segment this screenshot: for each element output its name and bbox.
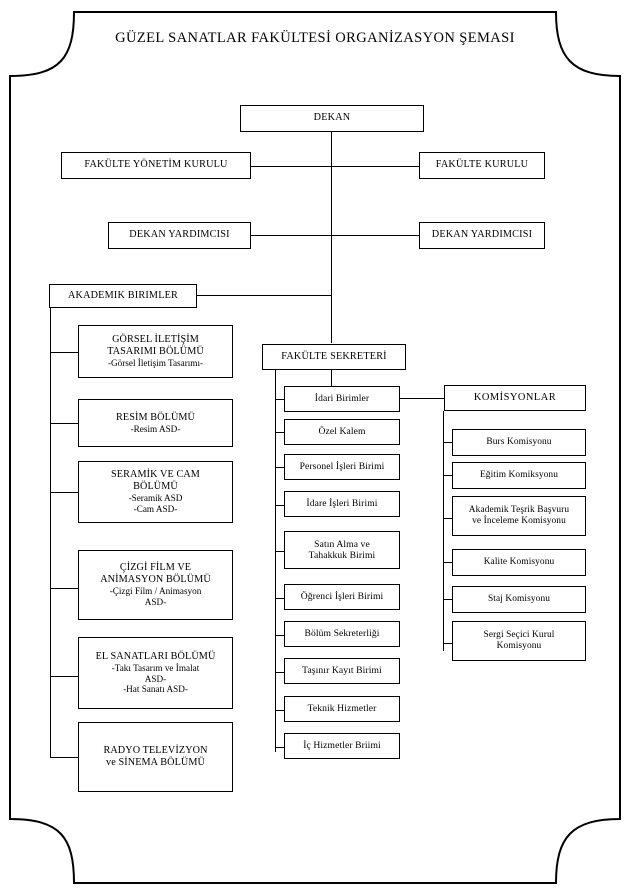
admin-unit-label: İdare İşleri Birimi	[306, 498, 378, 510]
department-sub: ASD-	[144, 597, 167, 608]
node-admin-unit[interactable]: İdare İşleri Birimi	[284, 491, 400, 517]
node-admin-unit[interactable]: İç Hizmetler Briimi	[284, 733, 400, 759]
connector-dekan-spine	[331, 131, 332, 343]
connector-department-stub	[50, 676, 78, 677]
node-admin-unit[interactable]: Satın Alma ve Tahakkuk Birimi	[284, 531, 400, 569]
node-dekan-yardimcisi-left-label: DEKAN YARDIMCISI	[129, 229, 230, 241]
commission-label: Burs Komisyonu	[486, 436, 552, 447]
department-line: SERAMİK VE CAM	[111, 469, 200, 481]
node-akademik-birimler[interactable]: AKADEMIK BIRIMLER	[49, 284, 197, 308]
department-sub: -Cam ASD-	[133, 504, 178, 515]
node-komisyonlar-label: KOMİSYONLAR	[473, 391, 557, 403]
node-department[interactable]: GÖRSEL İLETİŞİM TASARIMI BÖLÜMÜ -Görsel …	[78, 325, 233, 378]
department-sub: -Seramik ASD	[128, 493, 183, 504]
node-dekan-yardimcisi-right-label: DEKAN YARDIMCISI	[431, 229, 533, 241]
node-fakulte-kurulu[interactable]: FAKÜLTE KURULU	[419, 152, 545, 179]
department-sub: -Çizgi Film / Animasyon	[109, 586, 202, 597]
department-line: ANİMASYON BÖLÜMÜ	[100, 574, 211, 586]
admin-unit-label: Taşınır Kayıt Birimi	[302, 665, 382, 677]
node-department[interactable]: ÇİZGİ FİLM VE ANİMASYON BÖLÜMÜ -Çizgi Fi…	[78, 550, 233, 620]
commission-label: Eğitim Komiksyonu	[479, 469, 558, 480]
connector-admin-spine	[275, 370, 276, 752]
node-admin-unit[interactable]: Bölüm Sekreterliği	[284, 621, 400, 647]
connector-komisyonlar-spine	[443, 411, 444, 651]
connector-departments-spine	[50, 305, 51, 757]
department-line: GÖRSEL İLETİŞİM	[112, 334, 199, 346]
node-commission[interactable]: Burs Komisyonu	[452, 429, 586, 456]
admin-unit-label: Özel Kalem	[318, 426, 366, 438]
node-commission[interactable]: Staj Komisyonu	[452, 586, 586, 613]
admin-unit-label: Satın Alma ve	[314, 538, 370, 550]
node-commission[interactable]: Kalite Komisyonu	[452, 549, 586, 576]
node-dekan-label: DEKAN	[313, 112, 351, 124]
node-fakulte-sekreteri-label: FAKÜLTE SEKRETERİ	[281, 350, 387, 362]
commission-label: Staj Komisyonu	[487, 593, 551, 604]
node-fakulte-yonetim-kurulu[interactable]: FAKÜLTE YÖNETİM KURULU	[61, 152, 251, 179]
department-sub: -Resim ASD-	[130, 423, 181, 434]
department-line: ÇİZGİ FİLM VE	[119, 562, 192, 574]
node-komisyonlar[interactable]: KOMİSYONLAR	[444, 385, 586, 411]
node-admin-unit[interactable]: Teknik Hizmetler	[284, 696, 400, 722]
commission-label: Kalite Komisyonu	[483, 556, 555, 567]
admin-unit-label: Öğrenci İşleri Birimi	[300, 591, 384, 603]
department-line: BÖLÜMÜ	[133, 481, 178, 493]
connector-idari-komisyonlar	[400, 398, 445, 399]
node-idari-birimler-label: İdari Birimler	[314, 393, 370, 405]
node-fakulte-yonetim-kurulu-label: FAKÜLTE YÖNETİM KURULU	[84, 159, 228, 171]
department-sub: -Hat Sanatı ASD-	[123, 684, 188, 695]
connector-department-stub	[50, 492, 78, 493]
admin-unit-label: Personel İşleri Birimi	[299, 461, 385, 473]
commission-label: Akademik Teşrik Başvuru	[468, 504, 570, 515]
admin-unit-label: Bölüm Sekreterliği	[304, 628, 380, 640]
department-line: TASARIMI BÖLÜMÜ	[107, 346, 204, 358]
node-department[interactable]: SERAMİK VE CAM BÖLÜMÜ -Seramik ASD -Cam …	[78, 461, 233, 523]
node-department[interactable]: RESİM BÖLÜMÜ -Resim ASD-	[78, 399, 233, 447]
node-admin-unit[interactable]: Öğrenci İşleri Birimi	[284, 584, 400, 610]
node-department[interactable]: EL SANATLARI BÖLÜMÜ -Takı Tasarım ve İma…	[78, 637, 233, 709]
page-title: GÜZEL SANATLAR FAKÜLTESİ ORGANİZASYON ŞE…	[115, 30, 515, 46]
commission-label: Komisyonu	[496, 641, 542, 651]
node-fakulte-sekreteri[interactable]: FAKÜLTE SEKRETERİ	[262, 344, 406, 370]
node-commission[interactable]: Eğitim Komiksyonu	[452, 462, 586, 489]
node-commission[interactable]: Akademik Teşrik Başvuru ve İnceleme Komi…	[452, 496, 586, 536]
connector-department-stub	[50, 352, 78, 353]
node-dekan[interactable]: DEKAN	[240, 105, 424, 132]
commission-label: ve İnceleme Komisyonu	[472, 516, 566, 526]
node-commission[interactable]: Sergi Seçici Kurul Komisyonu	[452, 621, 586, 661]
node-admin-unit[interactable]: Taşınır Kayıt Birimi	[284, 658, 400, 684]
department-line: RADYO TELEVİZYON	[103, 744, 208, 756]
admin-unit-label: Tahakkuk Birimi	[308, 550, 376, 561]
connector-department-stub	[50, 757, 78, 758]
department-sub: ASD-	[144, 673, 167, 684]
department-sub: -Görsel İletişim Tasarımı-	[107, 358, 204, 369]
department-line: EL SANATLARI BÖLÜMÜ	[95, 650, 216, 662]
node-idari-birimler[interactable]: İdari Birimler	[284, 386, 400, 412]
node-fakulte-kurulu-label: FAKÜLTE KURULU	[435, 159, 529, 171]
connector-department-stub	[50, 588, 78, 589]
admin-unit-label: Teknik Hizmetler	[307, 703, 377, 715]
node-akademik-birimler-label: AKADEMIK BIRIMLER	[67, 289, 179, 301]
department-sub: -Takı Tasarım ve İmalat	[111, 662, 200, 673]
node-department[interactable]: RADYO TELEVİZYON ve SİNEMA BÖLÜMÜ	[78, 722, 233, 792]
commission-label: Sergi Seçici Kurul	[483, 629, 555, 640]
admin-unit-label: İç Hizmetler Briimi	[303, 740, 381, 752]
node-dekan-yardimcisi-left[interactable]: DEKAN YARDIMCISI	[108, 222, 251, 249]
department-line: ve SİNEMA BÖLÜMÜ	[106, 757, 205, 768]
department-line: RESİM BÖLÜMÜ	[115, 411, 196, 423]
node-admin-unit[interactable]: Özel Kalem	[284, 419, 400, 445]
connector-department-stub	[50, 423, 78, 424]
node-admin-unit[interactable]: Personel İşleri Birimi	[284, 454, 400, 480]
node-dekan-yardimcisi-right[interactable]: DEKAN YARDIMCISI	[419, 222, 545, 249]
